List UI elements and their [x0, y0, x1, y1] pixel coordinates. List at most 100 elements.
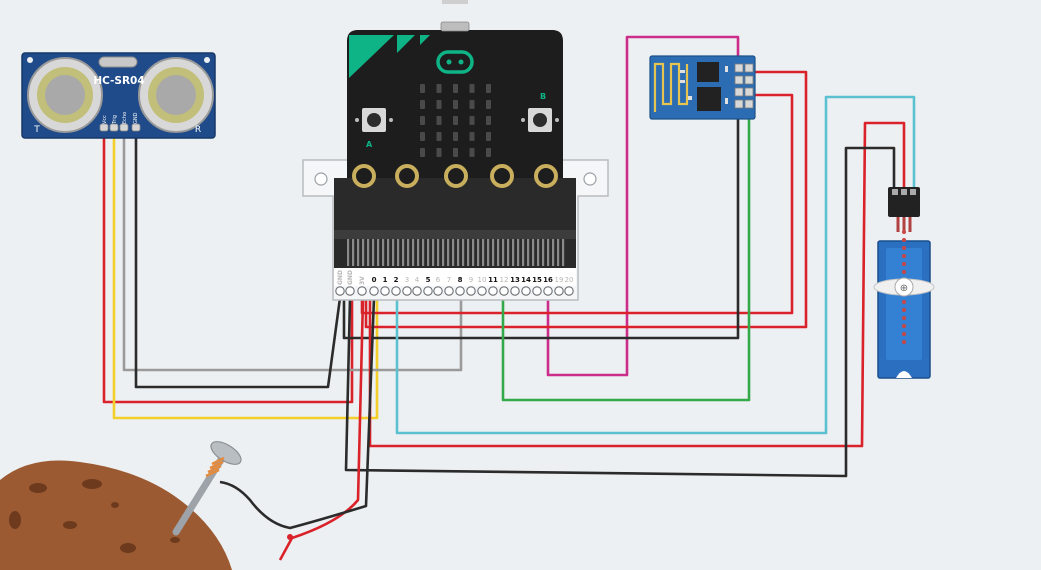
slot-contact	[377, 238, 380, 266]
led	[486, 148, 491, 157]
slot-contact	[527, 238, 530, 266]
led	[453, 148, 458, 157]
wire-servo-signal[interactable]	[395, 95, 916, 435]
slot-contact	[537, 238, 540, 266]
potato-spots	[9, 479, 180, 553]
slot-contact	[467, 238, 470, 266]
slot-contact	[352, 238, 355, 266]
edge-pin-hole[interactable]	[499, 286, 509, 296]
led	[486, 100, 491, 109]
edge-pin-hole[interactable]	[380, 286, 390, 296]
edge-pin-label: 1	[383, 276, 388, 284]
edge-pin-hole[interactable]	[433, 286, 443, 296]
wire-sensor-vcc[interactable]	[102, 138, 354, 404]
edge-pin-label: GND	[347, 270, 354, 285]
button-a[interactable]	[355, 108, 393, 132]
edge-pin-hole[interactable]	[335, 286, 345, 296]
wire-sensor-echo[interactable]	[122, 138, 463, 372]
wire-sensor-trig[interactable]	[112, 138, 379, 420]
edge-pin-label: 5	[426, 276, 431, 284]
led	[453, 116, 458, 125]
edge-pin-label: 19	[555, 276, 564, 284]
edge-pin-hole[interactable]	[345, 286, 355, 296]
pad-2	[444, 164, 468, 188]
edge-pin-label: 0	[372, 276, 377, 284]
slot-contact	[387, 238, 390, 266]
edge-pin-hole[interactable]	[532, 286, 542, 296]
edge-pin-label: 14	[521, 276, 531, 284]
edge-pin-hole[interactable]	[488, 286, 498, 296]
edge-pin-hole[interactable]	[543, 286, 553, 296]
edge-pin-hole[interactable]	[357, 286, 367, 296]
slot-contact	[562, 238, 565, 266]
slot-contact	[402, 238, 405, 266]
slot-contact	[392, 238, 395, 266]
accent-triangle	[397, 35, 415, 53]
edge-pin-label: 3V	[359, 276, 366, 285]
slot-contact	[552, 238, 555, 266]
edge-pin-hole[interactable]	[554, 286, 564, 296]
edge-pin-hole[interactable]	[477, 286, 487, 296]
sensor-pin-label-gnd: GND	[133, 112, 139, 124]
edge-pin-label: 4	[415, 276, 420, 284]
breakout-mount-hole	[314, 172, 328, 186]
slot-contact	[412, 238, 415, 266]
accent-triangle	[420, 35, 430, 45]
edge-pin-hole[interactable]	[402, 286, 412, 296]
led	[453, 100, 458, 109]
edge-slot-contacts	[334, 230, 576, 266]
edge-pin-hole[interactable]	[369, 286, 379, 296]
edge-pin-hole[interactable]	[521, 286, 531, 296]
edge-pin-hole[interactable]	[466, 286, 476, 296]
micro-servo[interactable]: ⊕	[873, 187, 935, 379]
edge-pin-hole[interactable]	[444, 286, 454, 296]
led	[420, 116, 425, 125]
edge-pin-hole[interactable]	[510, 286, 520, 296]
edge-slot	[334, 178, 576, 268]
edge-pin-hole[interactable]	[391, 286, 401, 296]
slot-contact	[542, 238, 545, 266]
slot-contact	[522, 238, 525, 266]
slot-contact	[512, 238, 515, 266]
servo-connector-pin	[901, 189, 907, 195]
slot-contact	[557, 238, 560, 266]
slot-contact	[452, 238, 455, 266]
edge-pin-hole[interactable]	[423, 286, 433, 296]
potato[interactable]	[0, 460, 232, 570]
wire-potato-nail[interactable]	[219, 297, 376, 530]
ultrasonic-sensor[interactable]: HC-SR04 T R Vcc Trig Echo GND	[21, 52, 216, 139]
wire-potato-signal[interactable]	[278, 297, 365, 561]
wire-sensor-gnd[interactable]	[134, 138, 342, 389]
potato-body	[0, 460, 232, 570]
edge-pin-label: 16	[543, 276, 553, 284]
button-b[interactable]	[521, 108, 559, 132]
wire-esp-gnd[interactable]	[342, 118, 740, 340]
edge-pin-label: 10	[478, 276, 487, 284]
pad-3v	[490, 164, 514, 188]
wire-esp-tx[interactable]	[546, 35, 740, 377]
edge-pin-label: 8	[458, 276, 463, 284]
led	[420, 148, 425, 157]
led	[420, 132, 425, 141]
edge-pin-label: 12	[500, 276, 509, 284]
slot-contact	[482, 238, 485, 266]
sensor-pins	[99, 123, 141, 132]
edge-pin-hole[interactable]	[564, 286, 574, 296]
wire-esp-rx[interactable]	[501, 118, 751, 402]
wire-servo-gnd[interactable]	[344, 146, 896, 478]
slot-contact	[487, 238, 490, 266]
wifi-module[interactable]	[649, 55, 756, 120]
led	[469, 100, 475, 109]
sensor-model-label: HC-SR04	[93, 75, 144, 87]
receiver-transducer	[138, 57, 214, 133]
pad-0	[352, 164, 376, 188]
probe-joint	[287, 534, 293, 540]
edge-pin-hole[interactable]	[412, 286, 422, 296]
edge-pin-hole[interactable]	[455, 286, 465, 296]
nail-probe[interactable]	[172, 437, 293, 540]
slot-contact	[407, 238, 410, 266]
servo-shaft	[894, 277, 914, 297]
servo-horn-holes	[902, 230, 906, 344]
wire-esp-vcc-1[interactable]	[364, 70, 808, 329]
